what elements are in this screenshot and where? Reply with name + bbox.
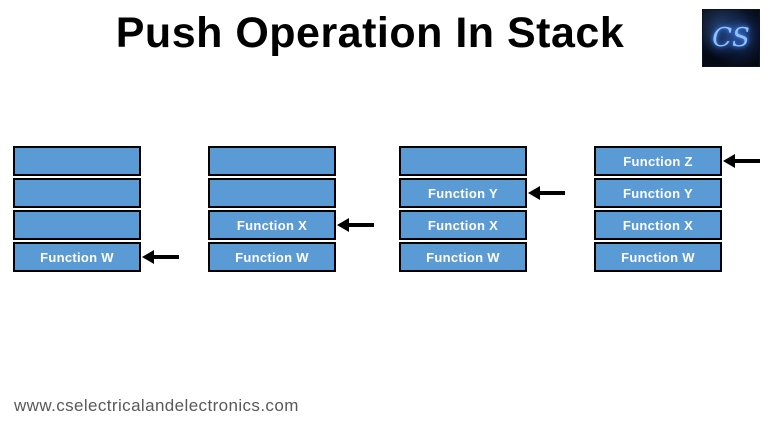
arrow-shaft <box>735 159 760 163</box>
website-url: www.cselectricalandelectronics.com <box>14 396 299 415</box>
top-pointer-arrow <box>528 186 565 200</box>
arrow-shaft <box>154 255 179 259</box>
stack-cell <box>13 146 141 176</box>
stack-cell: Function W <box>13 242 141 272</box>
stack-2: Function X Function W <box>208 146 374 274</box>
arrow-head-icon <box>337 218 349 232</box>
stack-cell: Function Z <box>594 146 722 176</box>
page-title: Push Operation In Stack <box>115 9 625 57</box>
stack-cell: Function Y <box>399 178 527 208</box>
arrow-shaft <box>540 191 565 195</box>
stack-cell <box>13 178 141 208</box>
arrow-shaft <box>349 223 374 227</box>
stack-cell: Function Y <box>594 178 722 208</box>
stack-3: Function Y Function X Function W <box>399 146 565 274</box>
stack-cell <box>208 178 336 208</box>
top-pointer-arrow <box>337 218 374 232</box>
stack-4: Function Z Function Y Function X Functio… <box>594 146 760 274</box>
stack-cell: Function X <box>399 210 527 240</box>
cs-electrical-logo: CS <box>702 9 760 67</box>
stack-cell: Function W <box>399 242 527 272</box>
arrow-head-icon <box>723 154 735 168</box>
top-pointer-arrow <box>142 250 179 264</box>
stack-cell: Function W <box>208 242 336 272</box>
stack-cell: Function X <box>594 210 722 240</box>
arrow-head-icon <box>528 186 540 200</box>
stack-cell <box>13 210 141 240</box>
stack-cell <box>208 146 336 176</box>
stack-1: Function W <box>13 146 179 274</box>
logo-initials: CS <box>712 23 750 53</box>
stack-cell: Function W <box>594 242 722 272</box>
arrow-head-icon <box>142 250 154 264</box>
stack-cell: Function X <box>208 210 336 240</box>
stack-cell <box>399 146 527 176</box>
top-pointer-arrow <box>723 154 760 168</box>
